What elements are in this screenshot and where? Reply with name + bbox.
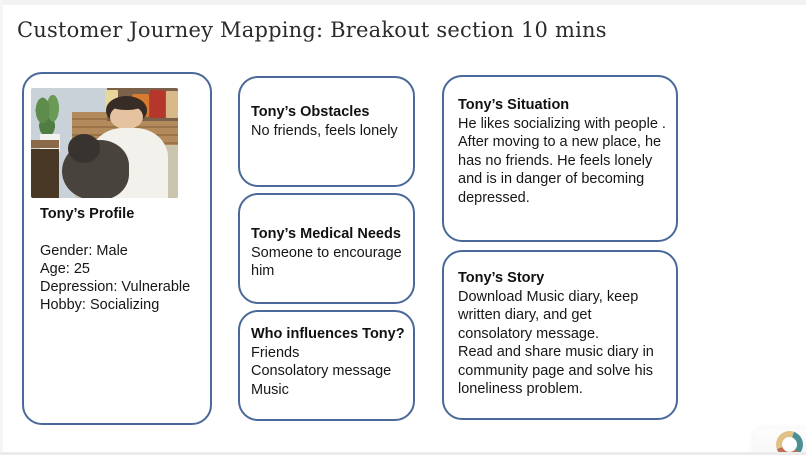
profile-photo (31, 88, 178, 198)
obstacles-body: No friends, feels lonely (251, 122, 398, 139)
situation-card: Tony’s Situation He likes socializing wi… (442, 75, 678, 242)
photo-furniture (31, 148, 59, 198)
profile-card: Tony’s Profile Gender: Male Age: 25 Depr… (22, 72, 212, 425)
photo-table (31, 139, 59, 149)
situation-heading: Tony’s Situation (458, 97, 570, 113)
logo-ring-icon (776, 431, 803, 455)
slide-top-edge (0, 0, 806, 5)
slide-title: Customer Journey Mapping: Breakout secti… (17, 18, 607, 42)
influences-heading: Who influences Tony? (251, 326, 405, 342)
obstacles-card: Tony’s Obstacles No friends, feels lonel… (238, 76, 415, 187)
slide-bottom-edge (0, 452, 806, 455)
medical-needs-card: Tony’s Medical Needs Someone to encourag… (238, 193, 415, 304)
photo-dog-head (67, 134, 101, 163)
slide-left-edge (0, 0, 3, 455)
photo-package (150, 90, 165, 118)
profile-heading: Tony’s Profile (40, 206, 135, 222)
medical-needs-body: Someone to encourage him (251, 244, 402, 280)
situation-body: He likes socializing with people . After… (458, 115, 666, 206)
profile-details: Gender: Male Age: 25 Depression: Vulnera… (40, 243, 191, 313)
story-heading: Tony’s Story (458, 270, 545, 286)
influences-body: Friends Consolatory message Music (251, 344, 392, 398)
photo-person-fringe (108, 99, 145, 110)
influences-card: Who influences Tony? Friends Consolatory… (238, 310, 415, 421)
story-body: Download Music diary, keep written diary… (458, 288, 654, 398)
photo-plant (33, 94, 64, 139)
medical-needs-heading: Tony’s Medical Needs (251, 226, 401, 242)
photo-package (166, 91, 178, 118)
obstacles-heading: Tony’s Obstacles (251, 104, 370, 120)
story-card: Tony’s Story Download Music diary, keep … (442, 250, 678, 420)
